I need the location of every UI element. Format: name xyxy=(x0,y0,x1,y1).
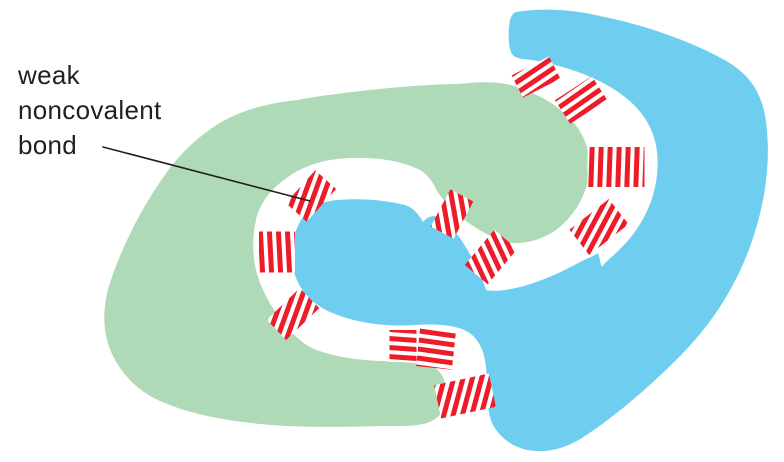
figure-label: weak noncovalent bond xyxy=(18,58,162,163)
label-leader-line xyxy=(102,146,311,202)
bond-top-1 xyxy=(511,56,561,98)
bond-left-tip-stripes xyxy=(259,231,295,273)
bond-bottom-3 xyxy=(434,373,496,419)
label-line-2: noncovalent xyxy=(18,95,162,125)
bond-top-2 xyxy=(554,76,608,124)
bond-center-upper-stripes xyxy=(430,189,474,239)
bond-center-upper xyxy=(430,189,474,239)
label-line-3: bond xyxy=(18,130,78,160)
bond-bottom-1-stripes xyxy=(389,330,417,362)
bond-center-lower-stripes xyxy=(464,229,518,285)
bond-right-2-stripes xyxy=(569,199,629,255)
bond-center-lower xyxy=(464,229,518,285)
molecule-b-shape xyxy=(292,9,768,452)
bond-bottom-2-stripes xyxy=(416,328,456,370)
bond-bottom-3-stripes xyxy=(434,373,496,419)
bond-bottom-1 xyxy=(389,330,417,362)
bond-labeled xyxy=(285,170,337,222)
bond-right-1-stripes xyxy=(587,147,645,187)
bond-lower-left xyxy=(266,287,320,341)
bond-right-1 xyxy=(587,147,645,187)
bond-bottom-2 xyxy=(416,328,456,370)
label-line-1: weak xyxy=(18,60,80,90)
bond-left-tip xyxy=(259,231,295,273)
bond-top-1-stripes xyxy=(511,56,561,98)
bond-right-2 xyxy=(569,199,629,255)
bond-top-2-stripes xyxy=(554,76,608,124)
bond-labeled-stripes xyxy=(285,170,337,222)
molecule-a-shape xyxy=(104,82,590,427)
noncovalent-bonds-layer xyxy=(259,56,645,419)
bond-lower-left-stripes xyxy=(266,287,320,341)
